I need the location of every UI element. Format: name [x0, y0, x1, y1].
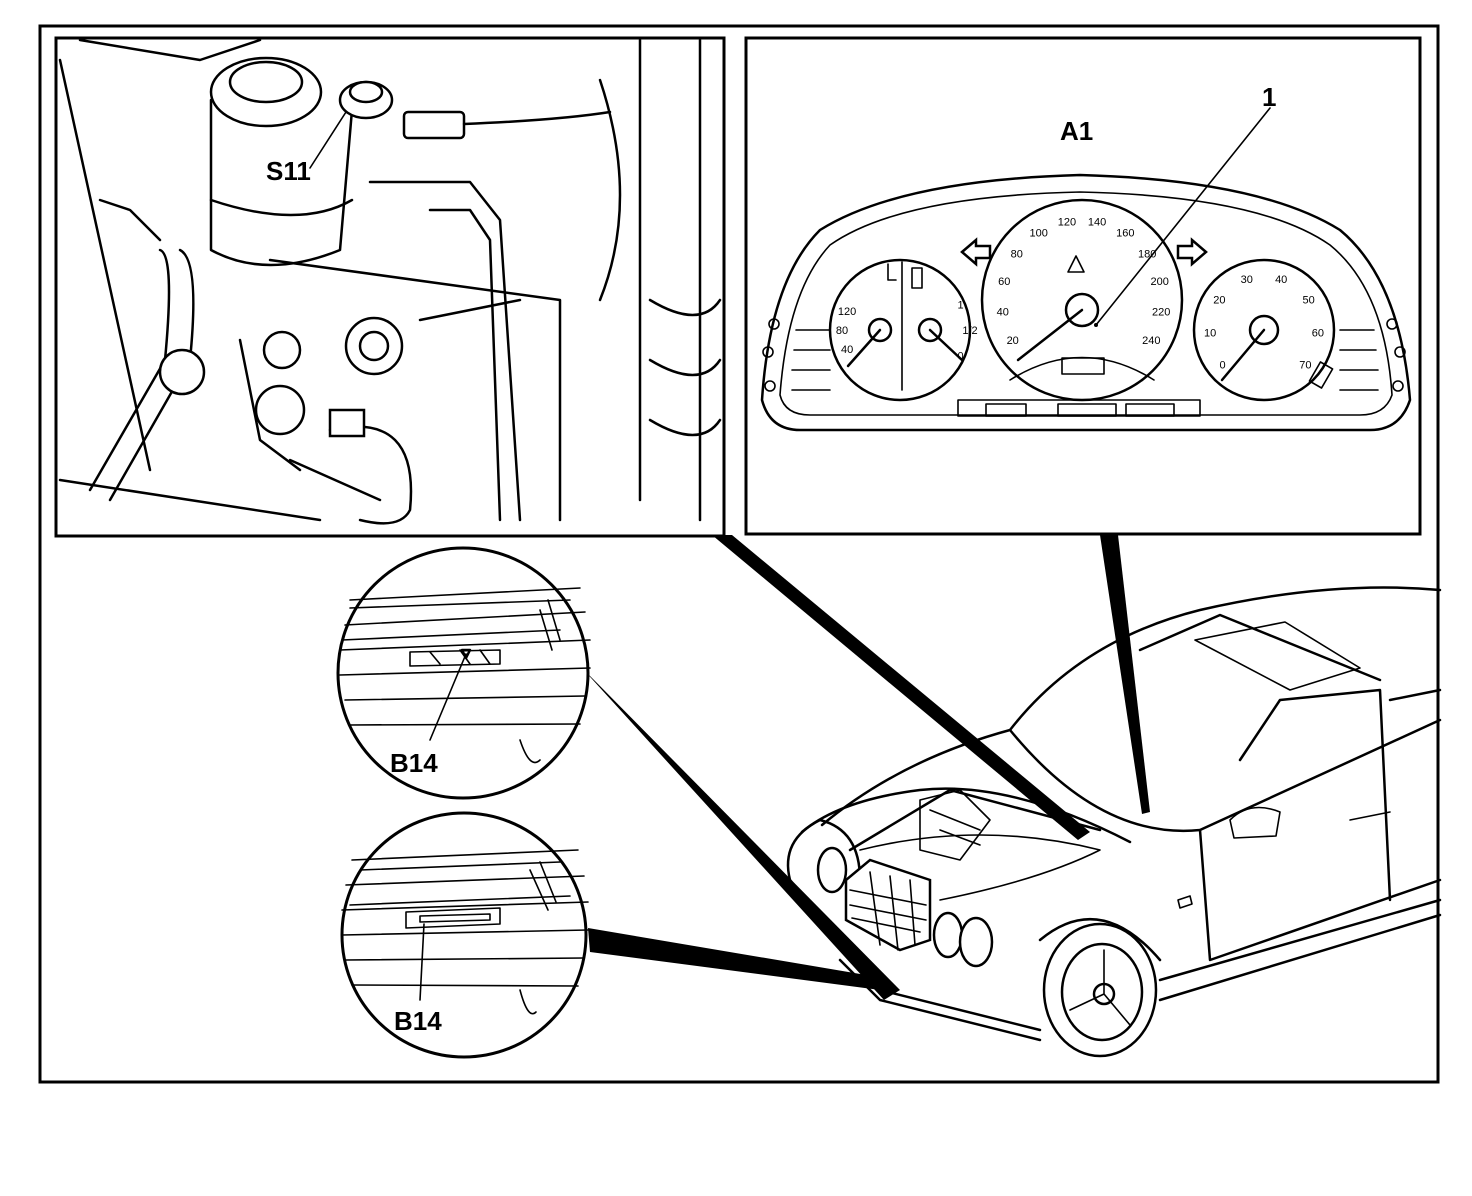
label-s11: S11 [266, 156, 311, 186]
tachometer-tick-0: 0 [1220, 360, 1226, 372]
temperature-tick-labels: 120 80 40 [836, 306, 856, 356]
temperature-tick-2: 40 [841, 344, 853, 356]
tachometer-tick-3: 30 [1241, 274, 1253, 286]
outer-frame [38, 24, 1440, 1084]
fuel-tick-1: 1/2 [962, 325, 977, 337]
tachometer-tick-7: 70 [1299, 360, 1311, 372]
label-callout-1: 1 [1262, 82, 1276, 112]
tachometer-tick-labels: 0 10 20 30 40 50 60 70 [1204, 274, 1324, 372]
speedometer-tick-8: 180 [1138, 249, 1156, 261]
tachometer-tick-2: 20 [1213, 295, 1225, 307]
label-a1: A1 [1060, 116, 1093, 146]
temperature-tick-0: 120 [838, 306, 856, 318]
speedometer-tick-10: 220 [1152, 306, 1170, 318]
label-b14-bottom: B14 [394, 1006, 442, 1036]
speedometer-tick-2: 60 [998, 276, 1010, 288]
speedometer-tick-7: 160 [1116, 228, 1134, 240]
temperature-tick-1: 80 [836, 325, 848, 337]
tachometer-tick-4: 40 [1275, 274, 1287, 286]
speedometer-tick-labels: 20 40 60 80 100 120 140 160 180 200 220 240 [997, 216, 1171, 347]
b14-bottom-leader [588, 928, 880, 990]
b14-top-magnifier [336, 546, 591, 800]
tachometer-tick-1: 10 [1204, 328, 1216, 340]
speedometer-tick-1: 40 [997, 306, 1009, 318]
speedometer-tick-3: 80 [1011, 249, 1023, 261]
tachometer-tick-6: 60 [1312, 328, 1324, 340]
fuel-tick-0: 1 [958, 299, 964, 311]
speedometer-tick-4: 100 [1030, 228, 1048, 240]
tachometer-tick-5: 50 [1302, 295, 1314, 307]
speedometer-tick-5: 120 [1058, 216, 1076, 228]
speedometer-tick-11: 240 [1142, 335, 1160, 347]
speedometer-tick-0: 20 [1007, 335, 1019, 347]
b14-bottom-magnifier [340, 811, 589, 1059]
cluster-panel-leader [1100, 535, 1150, 814]
engine-panel-leader [712, 535, 1090, 840]
speedometer-tick-6: 140 [1088, 216, 1106, 228]
engine-compartment-inset [54, 36, 726, 538]
speedometer-tick-9: 200 [1151, 276, 1169, 288]
instrument-cluster-inset [744, 36, 1422, 536]
fuel-tick-2: 0 [958, 351, 964, 363]
label-b14-top: B14 [390, 748, 438, 778]
fuel-tick-labels: 1 1/2 0 [958, 299, 978, 362]
car-illustration [786, 586, 1442, 1058]
